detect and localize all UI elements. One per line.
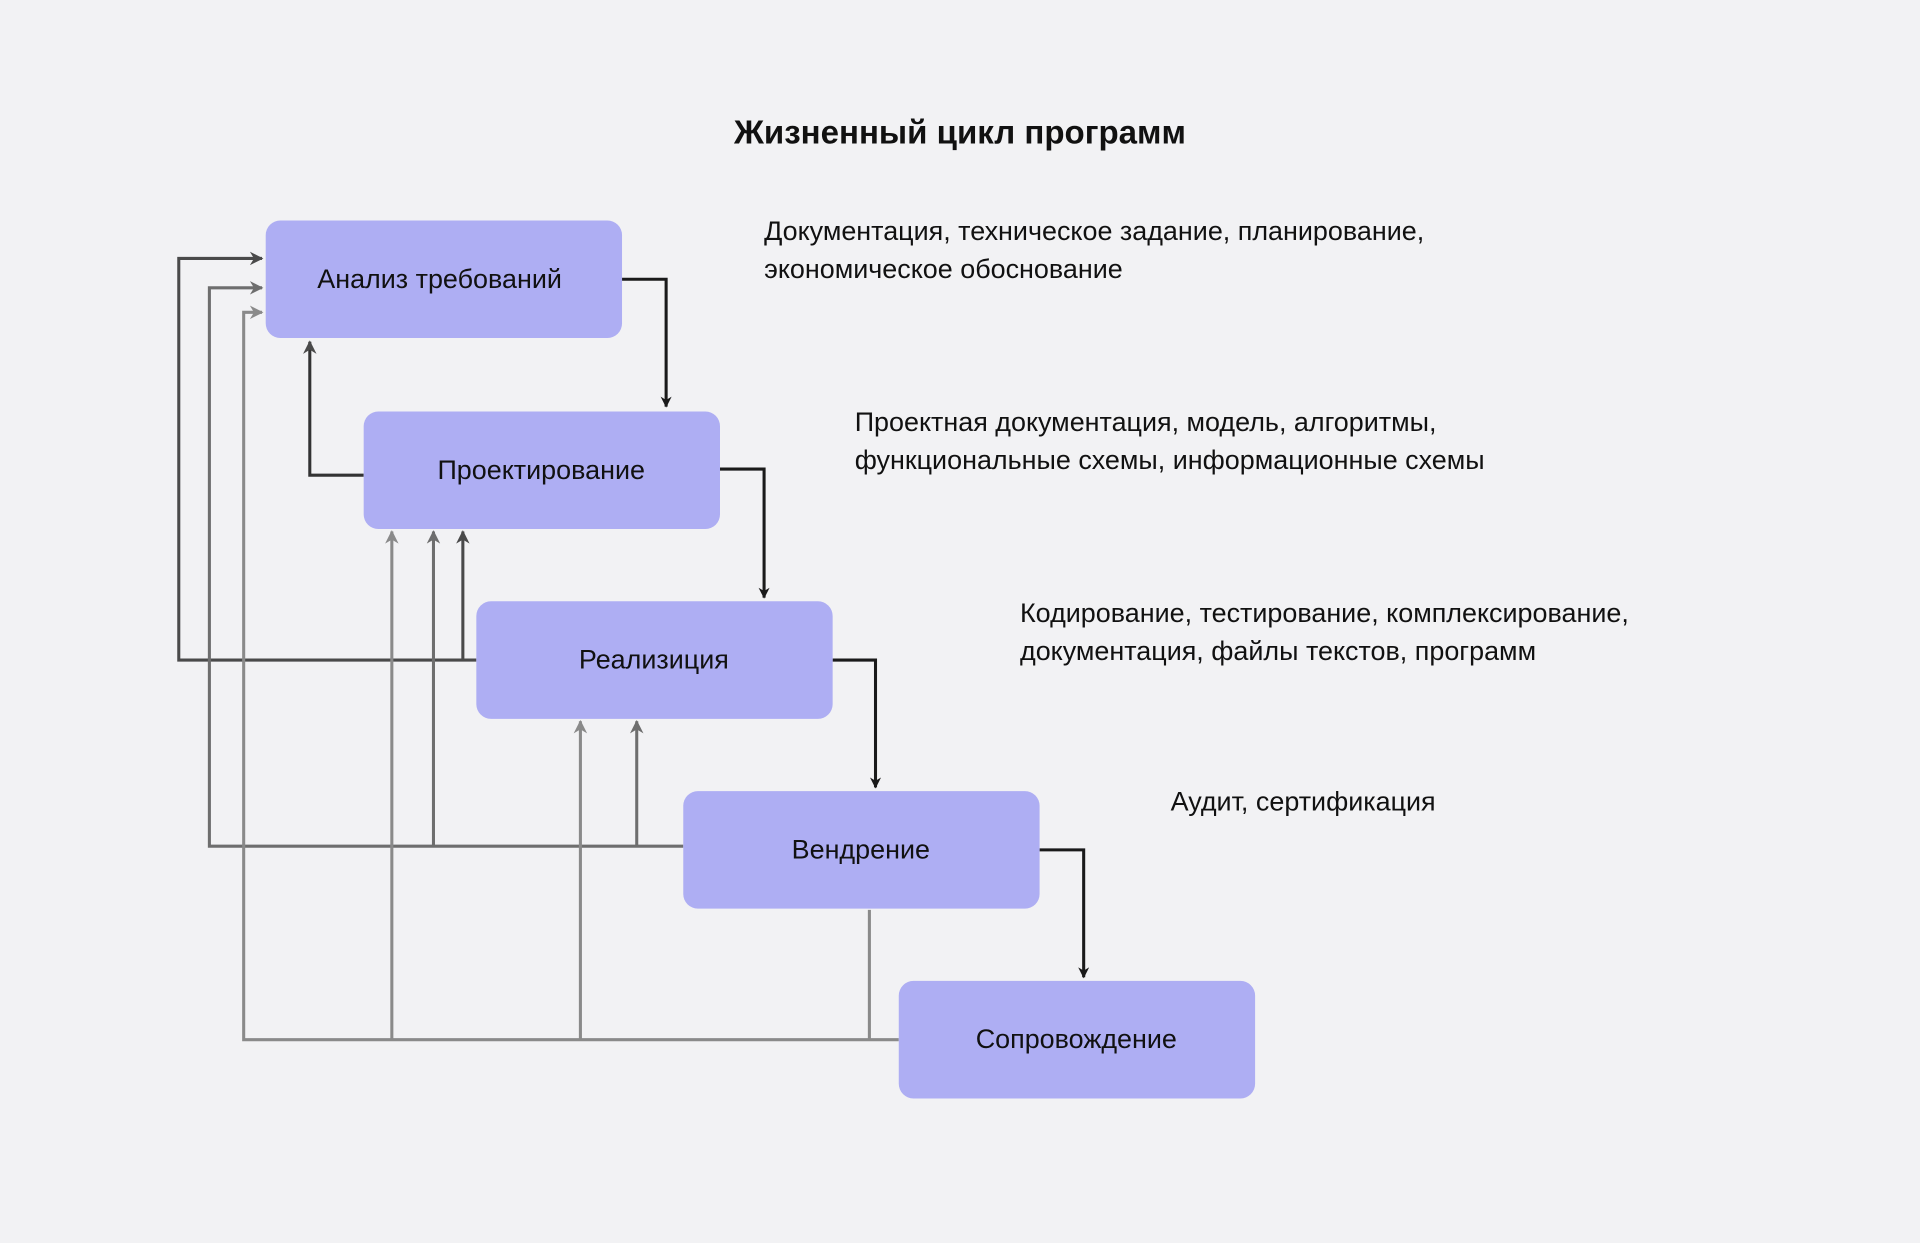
stage-label: Вендрение	[792, 834, 930, 864]
stage-box-bg	[683, 791, 1040, 909]
note-implementation: Кодирование, тестирование, комплексирова…	[1020, 598, 1629, 666]
stage-box-analysis: Анализ требований	[265, 220, 623, 339]
feedback-arrow-design-to-analysis	[303, 340, 364, 477]
stage-box-bg	[476, 601, 833, 719]
stage-label: Сопровождение	[976, 1024, 1177, 1054]
feedback-arrow-implementation-to-analysis	[177, 251, 477, 662]
stage-label: Реализиция	[579, 645, 729, 675]
note-line: Аудит, сертификация	[1171, 787, 1436, 817]
note-line: Проектная документация, модель, алгоритм…	[855, 407, 1437, 437]
stage-box-deployment: Вендрение	[683, 791, 1040, 909]
stage-label: Проектирование	[437, 455, 645, 485]
flow-arrow-implementation-to-deployment	[832, 658, 882, 789]
flow-arrow-deployment-to-support	[1039, 848, 1090, 979]
stage-label: Анализ требований	[317, 264, 562, 294]
note-line: функциональные схемы, информационные схе…	[855, 445, 1485, 475]
stage-box-bg	[265, 220, 623, 339]
stage-box-design: Проектирование	[363, 411, 720, 530]
note-line: Кодирование, тестирование, комплексирова…	[1020, 598, 1629, 628]
note-line: экономическое обоснование	[764, 254, 1123, 284]
note-analysis: Документация, техническое задание, плани…	[764, 216, 1424, 284]
note-line: документация, файлы текстов, программ	[1020, 636, 1536, 666]
feedback-arrow-support-to-analysis	[242, 305, 899, 1042]
feedback-arrow-deployment-to-analysis	[207, 281, 684, 848]
flow-arrow-analysis-to-design	[622, 277, 672, 408]
note-design: Проектная документация, модель, алгоритм…	[855, 407, 1485, 475]
note-line: Документация, техническое задание, плани…	[764, 216, 1424, 246]
note-deployment: Аудит, сертификация	[1171, 787, 1436, 817]
diagram-title: Жизненный цикл программ	[733, 114, 1186, 151]
stage-box-bg	[363, 411, 720, 530]
stage-box-bg	[898, 980, 1256, 1099]
stage-box-implementation: Реализиция	[476, 601, 833, 719]
stage-box-support: Сопровождение	[898, 980, 1256, 1099]
flow-arrow-design-to-implementation	[720, 467, 770, 599]
